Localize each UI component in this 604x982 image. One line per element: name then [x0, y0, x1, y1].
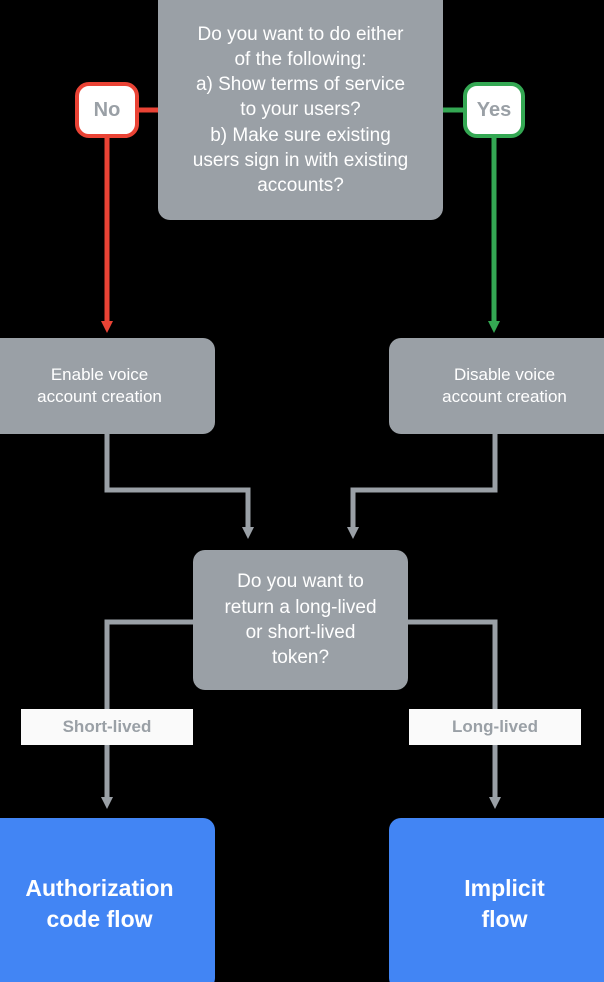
- badge-no: No: [75, 82, 139, 138]
- edge-label-long-lived-text: Long-lived: [452, 717, 538, 736]
- node-implicit-flow-label: Implicit flow: [464, 874, 545, 932]
- node-token-lifetime-question-label: Do you want to return a long-lived or sh…: [224, 571, 377, 669]
- node-initial-question: Do you want to do either of the followin…: [158, 0, 443, 220]
- badge-yes-label: Yes: [476, 98, 512, 121]
- edge-label-short-lived: Short-lived: [21, 709, 193, 745]
- node-disable-voice-account-creation-label: Disable voice account creation: [442, 364, 567, 406]
- badge-yes: Yes: [463, 82, 525, 138]
- edge-disable-to-token: [347, 434, 498, 539]
- edge-enable-to-token: [104, 434, 254, 539]
- node-authorization-code-flow-label: Authorization code flow: [25, 874, 174, 932]
- node-enable-voice-account-creation: Enable voice account creation: [0, 338, 215, 434]
- node-initial-question-label: Do you want to do either of the followin…: [192, 23, 409, 197]
- node-token-lifetime-question: Do you want to return a long-lived or sh…: [193, 550, 408, 690]
- node-disable-voice-account-creation: Disable voice account creation: [389, 338, 604, 434]
- badge-no-label: No: [93, 98, 121, 121]
- node-implicit-flow: Implicit flow: [389, 818, 604, 982]
- node-authorization-code-flow: Authorization code flow: [0, 818, 215, 982]
- edge-label-short-lived-text: Short-lived: [62, 717, 152, 736]
- node-enable-voice-account-creation-label: Enable voice account creation: [37, 364, 162, 406]
- edge-label-long-lived: Long-lived: [409, 709, 581, 745]
